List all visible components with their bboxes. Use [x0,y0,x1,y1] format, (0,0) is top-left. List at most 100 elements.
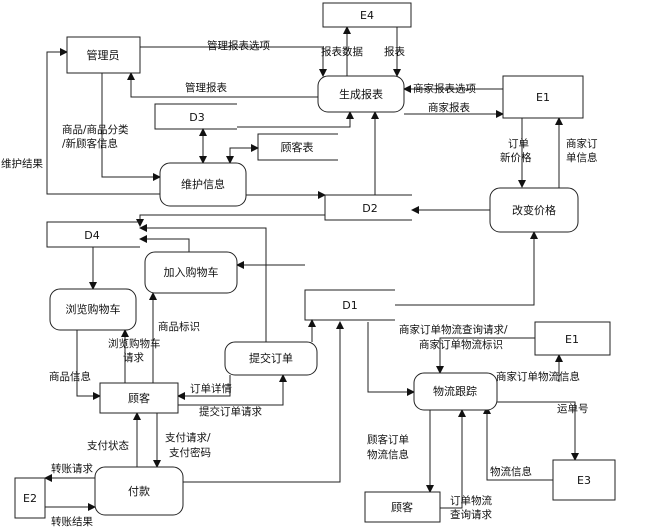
store-d2-label: D2 [362,202,377,215]
process-maintain-label: 维护信息 [181,177,225,191]
label-pay-status: 支付状态 [87,439,129,452]
label-merchant-query-2: 商家订单物流标识 [419,338,503,351]
flow-d2-d4 [136,214,325,227]
label-pay-req-2: 支付密码 [169,446,211,459]
store-customer-table-label: 顾客表 [281,140,314,154]
label-logi-info: 物流信息 [490,465,532,478]
flow-order-detail [177,375,231,400]
store-d1-label: D1 [342,299,357,312]
label-order-detail: 订单详情 [190,382,232,395]
entity-customer-b-label: 顾客 [391,500,413,514]
label-merchant-order-2: 单信息 [566,151,598,164]
label-mgmt-option: 管理报表选项 [207,39,270,52]
entity-customer-a-label: 顾客 [128,391,150,405]
label-order-query-2: 查询请求 [450,508,492,521]
entity-e2 [14,477,46,519]
process-add-cart-label: 加入购物车 [164,265,219,279]
label-mgmt-report: 管理报表 [185,81,227,94]
store-d3-label: D3 [189,111,204,124]
entity-customer-a [99,382,179,414]
flow-order-query [440,409,466,509]
flow-submit-req [178,374,287,406]
label-goods-id: 商品标识 [158,320,200,333]
processes: 生成报表 维护信息 改变价格 加入购物车 浏览购物车 提交订单 物流跟踪 付款 [49,75,579,516]
label-browse-req-1: 浏览购物车 [108,337,161,350]
label-goods-info-2: /新顾客信息 [62,137,118,150]
process-gen-report-label: 生成报表 [339,87,383,101]
flow-pay-d1 [183,321,344,483]
entity-e3 [552,459,616,501]
process-change-price-label: 改变价格 [512,203,556,217]
flow-lines [44,26,579,511]
flow-merchant-query [436,337,535,374]
entity-e1-top-label: E1 [536,91,550,104]
label-cust-order-2: 物流信息 [367,448,409,461]
label-report-data: 报表数据 [321,45,363,58]
store-d4 [46,221,140,248]
label-cust-order-1: 顾客订单 [367,433,409,446]
entity-e3-label: E3 [577,474,591,487]
entities: 管理员 E4 E1 顾客 E1 E3 E2 顾客 [14,2,616,523]
label-maint-result: 维护结果 [1,157,43,170]
entity-admin [66,36,141,74]
flow-labels: 管理报表选项 报表数据 报表 商家报表选项 管理报表 商家报表 商品/商品分类 … [1,39,598,528]
flow-mgmt-option [140,46,327,77]
process-logistics [413,372,498,411]
entity-e1-mid-label: E1 [565,333,579,346]
label-goods-info-1: 商品/商品分类 [62,123,129,136]
process-logistics-label: 物流跟踪 [433,384,477,398]
entity-e2-label: E2 [23,492,37,505]
flow-goods-info-cust [76,330,101,400]
process-gen-report [317,75,405,113]
store-customer-table [257,133,338,161]
store-d4-label: D4 [84,229,99,242]
flow-submit-d4 [139,224,267,342]
label-report: 报表 [384,45,405,58]
process-pay-label: 付款 [128,484,150,498]
flow-addcart-d4 [139,235,190,252]
label-merchant-order-1: 商家订 [566,137,598,150]
process-add-cart [144,251,238,294]
store-d2 [324,194,412,221]
process-browse-cart [49,288,137,331]
flow-waybill [497,401,579,461]
data-stores: D3 顾客表 D2 D4 D1 [46,103,412,321]
flow-d3-report [237,111,354,128]
process-submit-order-label: 提交订单 [249,351,293,365]
process-submit-order [224,341,318,376]
label-order-price-1: 订单 [508,138,529,150]
flow-logi-info [483,406,553,481]
label-transfer-req: 转账请求 [51,462,93,475]
process-change-price [489,187,579,233]
flow-goods-info [101,73,161,181]
process-browse-cart-label: 浏览购物车 [66,302,121,316]
entity-e1-mid [534,321,611,356]
entity-customer-b [364,491,441,523]
label-goods-info-cust: 商品信息 [49,370,91,383]
entity-e4 [322,2,412,28]
store-d1 [304,289,395,321]
label-order-price-2: 新价格 [500,151,532,164]
process-pay [94,466,184,516]
flow-d1-logistics [367,322,415,396]
label-merchant-query-1: 商家订单物流查询请求/ [399,323,508,336]
flow-maint-custtable [229,144,259,163]
flow-mgmt-report [127,72,318,98]
entity-admin-label: 管理员 [87,48,120,62]
process-maintain [159,162,247,207]
label-submit-req: 提交订单请求 [199,405,262,418]
label-pay-req-1: 支付请求/ [165,431,211,444]
entity-e1-top [502,75,584,119]
flow-maint-result [46,48,160,195]
label-browse-req-2: 请求 [123,351,144,364]
label-waybill: 运单号 [557,403,589,415]
label-order-query-1: 订单物流 [450,494,492,507]
flow-d1-price [395,231,538,306]
store-d3 [154,103,237,130]
label-merchant-logi: 商家订单物流信息 [496,370,580,383]
label-merchant-option: 商家报表选项 [413,82,476,95]
label-transfer-res: 转账结果 [51,515,93,528]
label-merchant-report: 商家报表 [428,101,470,114]
entity-e4-label: E4 [360,9,374,22]
